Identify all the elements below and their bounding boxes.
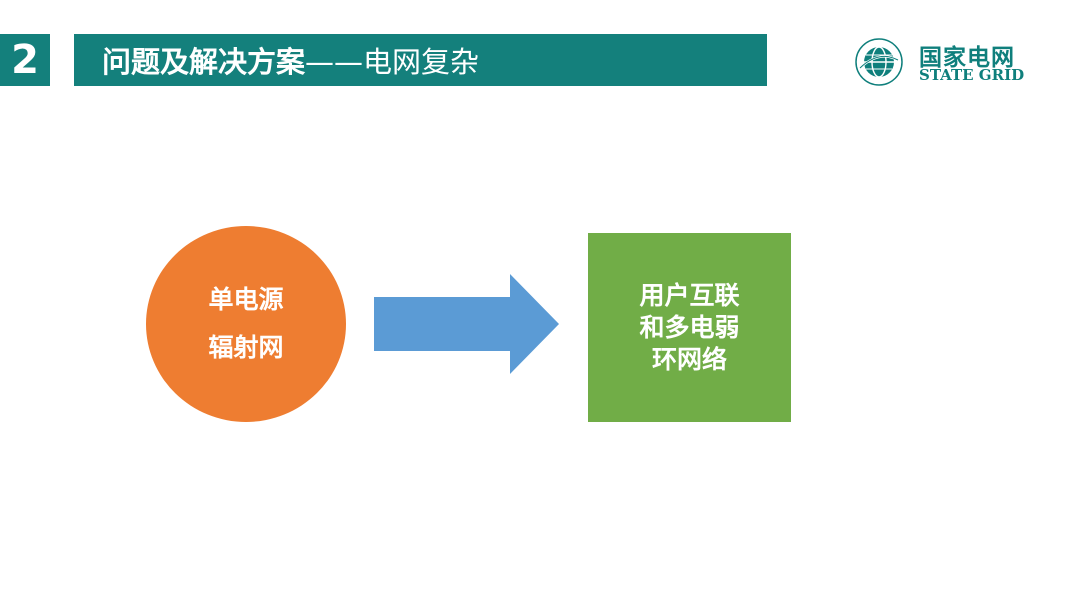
node-label-line-2: 辐射网	[208, 333, 284, 362]
node-label-line-1: 用户互联	[639, 280, 740, 310]
state-grid-logo: 国家电网 STATE GRID	[855, 38, 1045, 88]
page-title: 问题及解决方案	[102, 45, 306, 79]
interconnected-network-node: 用户互联 和多电弱 环网络	[588, 233, 791, 422]
node-label-line-2: 和多电弱	[639, 312, 740, 342]
globe-emblem-icon	[855, 38, 903, 86]
title-bar: 问题及解决方案——电网复杂	[74, 34, 767, 86]
logo-name-cn: 国家电网	[919, 45, 1015, 71]
right-arrow-icon	[374, 274, 559, 374]
node-label-line-3: 环网络	[651, 344, 727, 374]
node-label-line-1: 单电源	[208, 285, 284, 314]
section-number: 2	[0, 34, 50, 86]
page-subtitle: ——电网复杂	[305, 45, 480, 79]
single-source-radial-node: 单电源 辐射网	[146, 226, 346, 422]
logo-name-en: STATE GRID	[919, 66, 1025, 84]
